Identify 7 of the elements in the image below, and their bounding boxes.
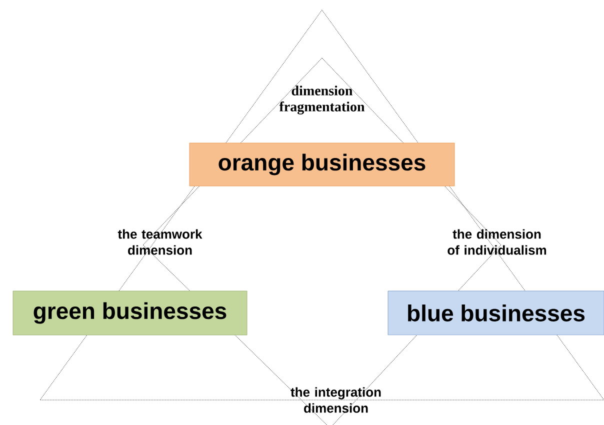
category-box: green businesses: [12, 290, 248, 336]
dimension-label: dimension fragmentation: [279, 86, 365, 114]
category-box: blue businesses: [388, 290, 604, 336]
category-box: orange businesses: [189, 142, 455, 186]
dimension-label: the teamwork dimension: [118, 229, 202, 255]
dimension-label: the integration dimension: [290, 387, 381, 413]
dimension-label: the dimension of individualism: [448, 229, 546, 255]
